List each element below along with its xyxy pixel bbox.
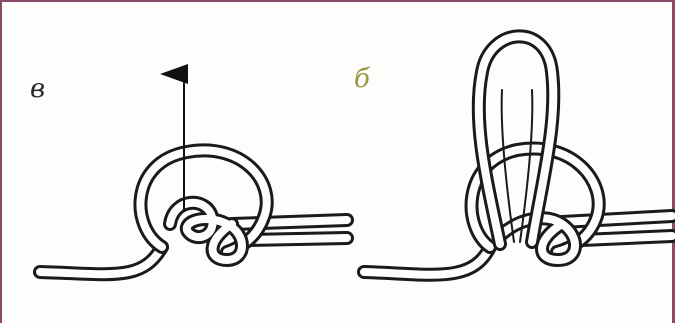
knot-b-tall-bight bbox=[479, 36, 554, 244]
knot-b bbox=[364, 36, 672, 274]
knot-a bbox=[40, 150, 347, 274]
knot-a-left-tail bbox=[40, 247, 162, 274]
knot-b-left-tail bbox=[364, 247, 490, 275]
